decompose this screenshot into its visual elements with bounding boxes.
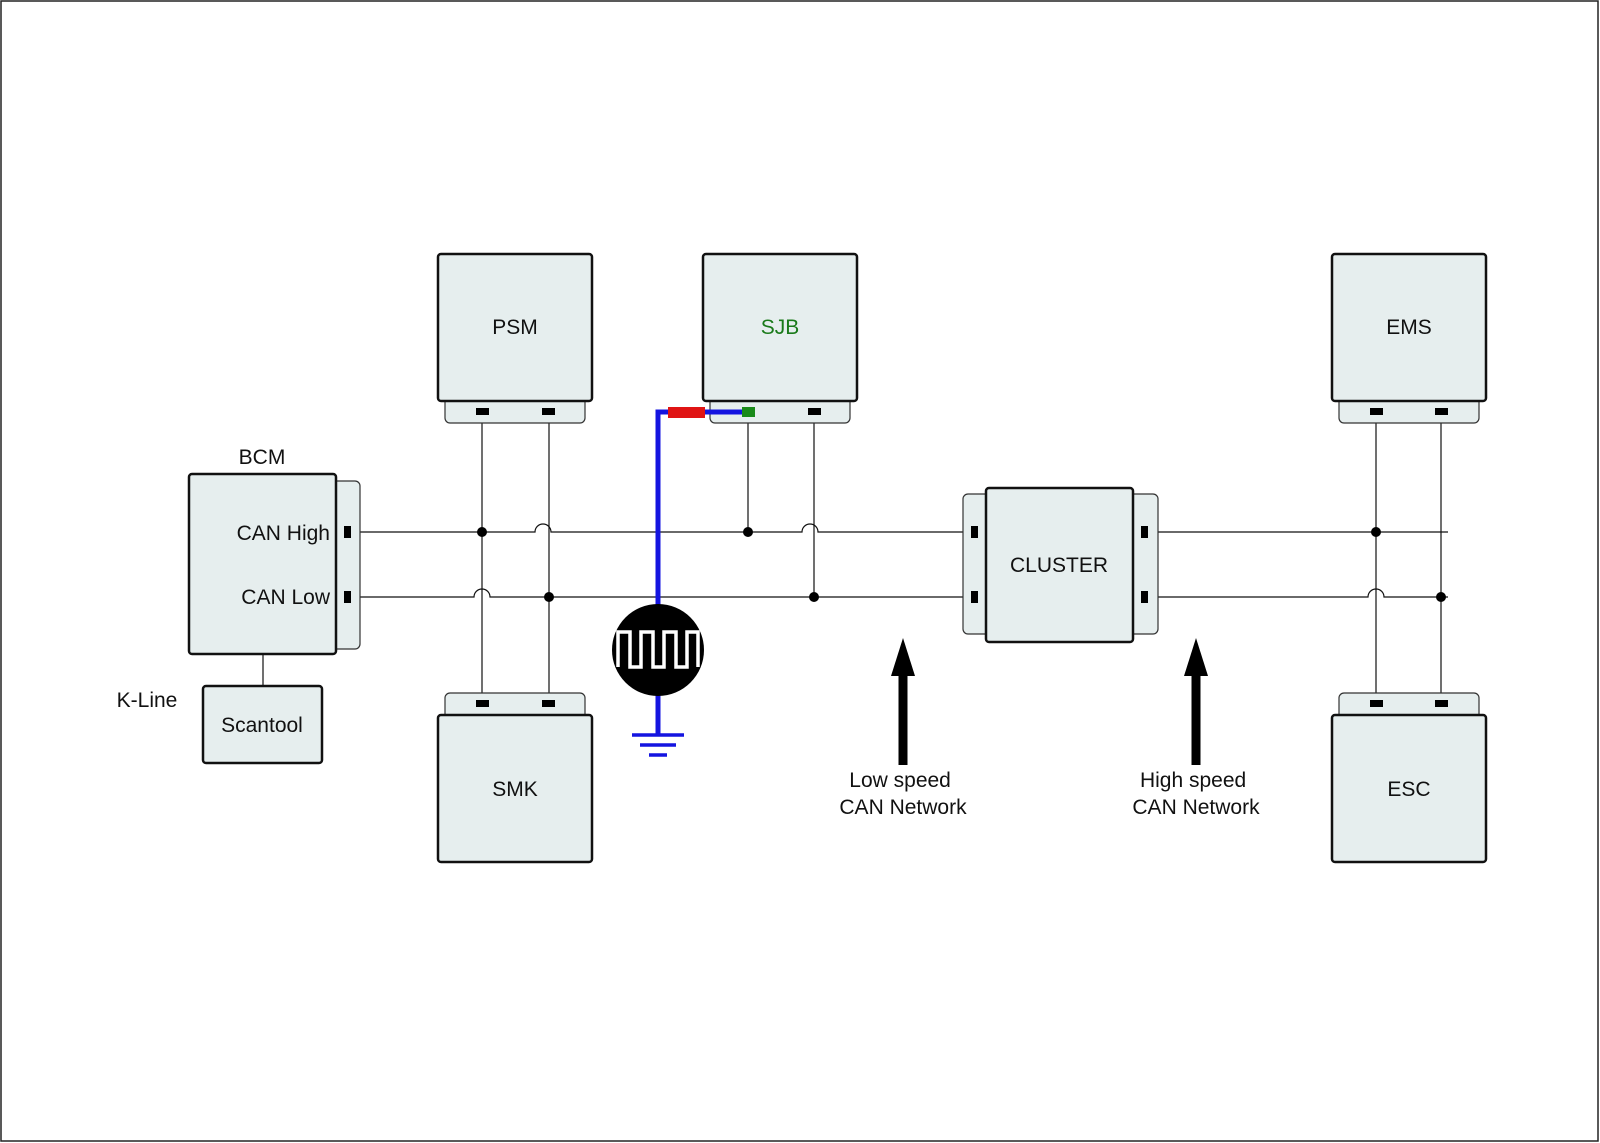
- junction-dot: [743, 527, 753, 537]
- low-speed-label: Low speed CAN Network: [839, 769, 967, 819]
- probe-green-tip: [742, 407, 755, 417]
- pin: [1370, 700, 1383, 707]
- pin: [971, 526, 978, 538]
- probe-wire: [655, 409, 748, 605]
- ems-label: EMS: [1386, 316, 1432, 339]
- esc-label: ESC: [1387, 778, 1430, 801]
- pin: [1370, 408, 1383, 415]
- psm-box: [436, 252, 594, 403]
- can-high-label: CAN High: [237, 522, 330, 545]
- can-low-label: CAN Low: [241, 586, 331, 609]
- probe-assembly: [612, 407, 755, 757]
- k-line-label: K-Line: [117, 689, 178, 712]
- scantool-label: Scantool: [221, 714, 303, 737]
- junction-dot: [809, 592, 819, 602]
- cluster-box: [984, 486, 1135, 644]
- scantool-box: [201, 684, 324, 765]
- probe-red-clip: [668, 407, 705, 418]
- sjb-module: SJB: [701, 252, 859, 424]
- square-wave-icon: [612, 604, 704, 696]
- ems-module: EMS: [1330, 252, 1488, 424]
- can-high-bus-low-speed: [348, 523, 967, 533]
- ems-box: [1330, 252, 1488, 403]
- low-speed-label-line1: Low speed: [849, 769, 951, 792]
- psm-label: PSM: [492, 316, 538, 339]
- junction-dot: [544, 592, 554, 602]
- pin: [542, 700, 555, 707]
- esc-module: ESC: [1330, 692, 1488, 864]
- pin: [476, 700, 489, 707]
- low-speed-arrow-icon: [891, 638, 915, 765]
- high-speed-label-line1: High speed: [1140, 769, 1246, 792]
- pin: [1141, 526, 1148, 538]
- cluster-module: CLUSTER: [962, 486, 1159, 644]
- junction-dot: [477, 527, 487, 537]
- pin: [344, 591, 351, 603]
- pin: [1435, 700, 1448, 707]
- pin: [344, 526, 351, 538]
- pin: [476, 408, 489, 415]
- smk-module: SMK: [436, 692, 594, 864]
- scantool-module[interactable]: Scantool: [201, 684, 324, 765]
- sjb-box: [701, 252, 859, 403]
- pin: [971, 591, 978, 603]
- high-speed-label: High speed CAN Network: [1132, 769, 1260, 819]
- cluster-label: CLUSTER: [1010, 554, 1108, 577]
- bcm-box: [187, 472, 338, 656]
- bcm-label: BCM: [239, 446, 286, 469]
- pin: [1141, 591, 1148, 603]
- low-speed-label-line2: CAN Network: [839, 796, 967, 819]
- smk-label: SMK: [492, 778, 538, 801]
- esc-box: [1330, 713, 1488, 864]
- junction-dot: [1371, 527, 1381, 537]
- pin: [542, 408, 555, 415]
- sjb-label: SJB: [761, 316, 800, 339]
- pin: [1435, 408, 1448, 415]
- pin: [808, 408, 821, 415]
- psm-module: PSM: [436, 252, 594, 424]
- high-speed-label-line2: CAN Network: [1132, 796, 1260, 819]
- bcm-module: BCM CAN High CAN Low: [187, 446, 361, 656]
- junction-dot: [1436, 592, 1446, 602]
- high-speed-arrow-icon: [1184, 638, 1208, 765]
- smk-box: [436, 713, 594, 864]
